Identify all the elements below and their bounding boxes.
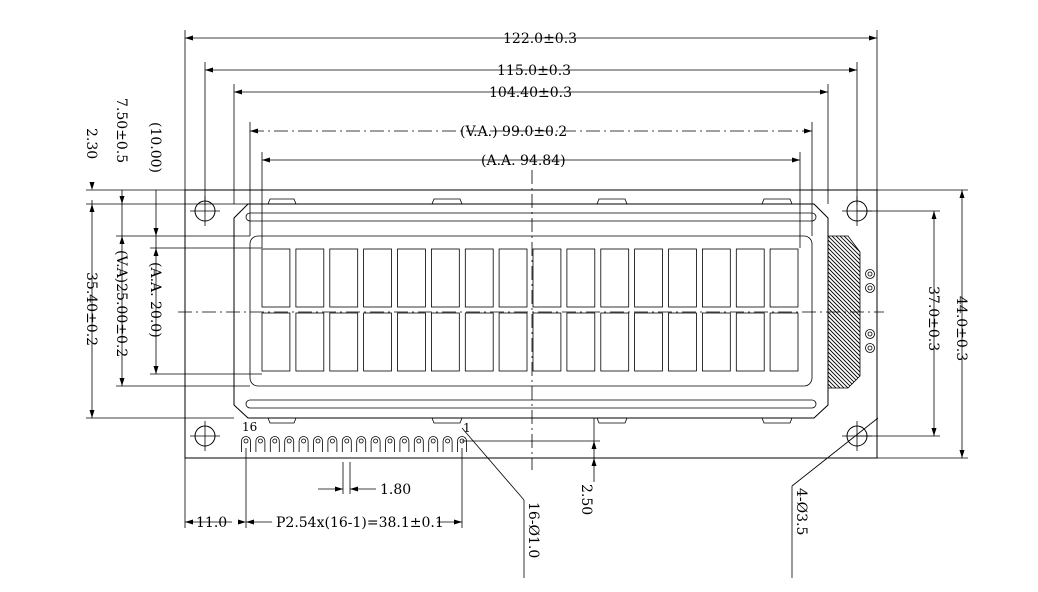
character-cell [498, 248, 528, 308]
top-bar [245, 212, 817, 222]
dim-hole-pitch-width: 115.0±0.3 [497, 63, 571, 79]
pin [442, 436, 453, 452]
character-cell [397, 312, 426, 372]
dim-pin-pitch: P2.54x(16-1)=38.1±0.1 [276, 515, 444, 531]
pin [370, 436, 381, 452]
right-arrowheads [931, 190, 965, 458]
backlight-hatch [827, 235, 861, 389]
character-cell [464, 312, 494, 372]
pcb-outline [184, 189, 878, 459]
dim-mount-holes: 4-Ø3.5 [793, 488, 809, 535]
dim-pin-bottom: 2.50 [578, 484, 594, 515]
bezel-outline [233, 203, 829, 419]
pin [284, 436, 295, 452]
character-cell [498, 312, 528, 372]
left-arrowheads [89, 182, 159, 418]
bottom-bar [245, 399, 817, 409]
dim-overall-width: 122.0±0.3 [503, 31, 577, 47]
dim-bezel-width: 104.40±0.3 [489, 85, 572, 101]
dim-pin-pad: 1.80 [380, 482, 411, 498]
character-cell [702, 248, 731, 308]
mounting-hole [190, 421, 220, 451]
character-cell [566, 312, 596, 372]
character-cell [634, 312, 663, 372]
character-cell [532, 248, 562, 308]
pin [413, 436, 424, 452]
character-cell [769, 312, 799, 372]
character-cell [363, 312, 392, 372]
led-pads [865, 269, 875, 353]
character-grid [261, 248, 799, 372]
dim-pin-holes: 16-Ø1.0 [525, 502, 541, 558]
pin [428, 436, 439, 452]
character-cell [600, 248, 630, 308]
dim-pin-offset: 11.0 [196, 515, 227, 531]
right-dimensions [857, 189, 968, 459]
pin-1-label: 1 [463, 421, 471, 435]
character-cell [735, 312, 765, 372]
pin [356, 436, 367, 452]
dim-overall-height: 44.0±0.3 [953, 296, 969, 361]
viewing-area [249, 235, 813, 387]
character-cell [397, 248, 426, 308]
top-arrowheads [185, 35, 877, 163]
top-dimensions [184, 30, 878, 248]
character-cell [295, 248, 325, 308]
character-cell [668, 248, 697, 308]
dim-top-offset-aa: (10.00) [147, 122, 163, 173]
character-cell [769, 248, 799, 308]
character-cell [329, 248, 359, 308]
pin-16-label: 16 [242, 420, 257, 434]
pin [341, 436, 352, 452]
dim-viewing-area-width: (V.A.) 99.0±0.2 [460, 124, 567, 140]
pin [269, 436, 280, 452]
dim-viewing-area-height: (V.A)25.00±0.2 [113, 250, 129, 357]
dim-active-area-width: (A.A. 94.84) [481, 153, 566, 169]
dim-top-offset-bezel: 7.50±0.5 [113, 98, 129, 163]
pin [385, 436, 395, 452]
dim-active-area-height: (A.A. 20.0) [147, 262, 163, 338]
character-cell [430, 312, 460, 372]
bottom-dimensions [184, 417, 879, 578]
character-cell [363, 248, 392, 308]
character-cell [329, 312, 359, 372]
character-cell [464, 248, 494, 308]
character-cell [566, 248, 596, 308]
character-cell [600, 312, 630, 372]
dim-bezel-height: 35.40±0.2 [83, 272, 99, 346]
pin [298, 436, 309, 452]
pin [255, 436, 266, 452]
character-cell [430, 248, 460, 308]
character-cell [634, 248, 663, 308]
pin [313, 436, 323, 452]
pin [241, 436, 251, 452]
character-cell [735, 248, 765, 308]
character-cell [702, 312, 731, 372]
character-cell [668, 312, 697, 372]
pin [399, 436, 410, 452]
pin [327, 436, 338, 452]
dim-top-offset-small: 2.30 [83, 128, 99, 159]
bezel-tabs [267, 198, 793, 424]
character-cell [261, 248, 291, 308]
dim-hole-pitch-height: 37.0±0.3 [925, 286, 941, 351]
character-cell [261, 312, 291, 372]
character-cell [532, 312, 562, 372]
pin-header [241, 436, 467, 452]
left-dimensions [86, 189, 262, 419]
bottom-arrowheads [185, 441, 597, 525]
character-cell [295, 312, 325, 372]
